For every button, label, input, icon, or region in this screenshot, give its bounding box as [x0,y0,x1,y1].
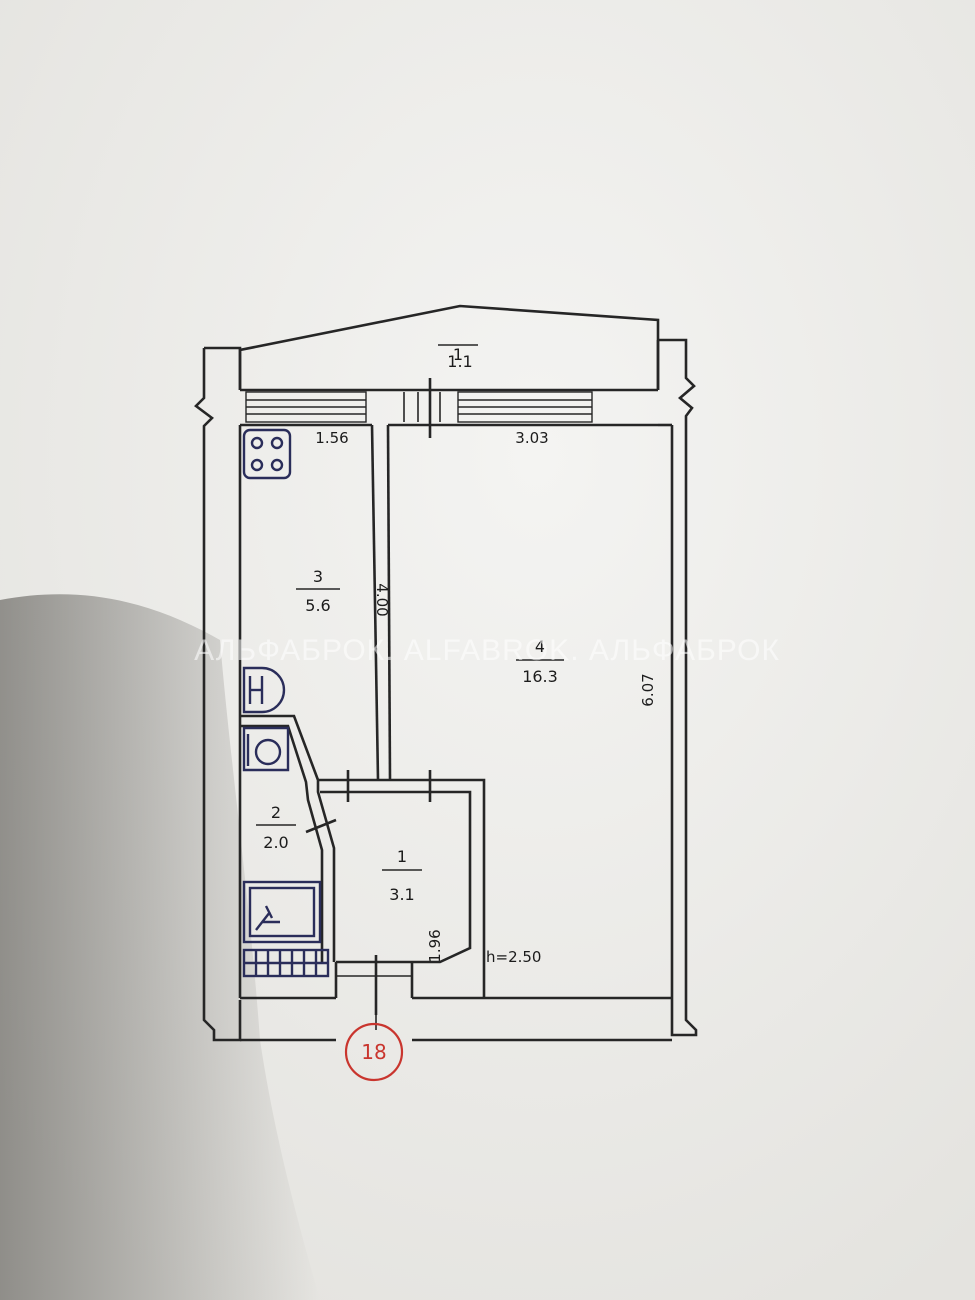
room-label-living-room: 4 16.3 [516,637,564,686]
room-number: 4 [535,637,545,656]
toilet-icon [242,726,290,772]
boiler-icon [242,666,286,714]
room-area: 2.0 [263,833,288,852]
stove-icon [242,428,292,480]
balcony-door [403,378,441,438]
watermark: АЛЬФАБРОК. ALFABROK. АЛЬФАБРОК [194,634,780,667]
shadow-area [0,594,320,1300]
room-label-kitchen: 3 5.6 [296,567,340,615]
exterior-walls [194,338,698,1042]
room-number: 1 [397,847,407,866]
room-number: 2 [271,803,281,822]
dimension-room-length: 6.07 [639,673,657,706]
interior-walls [240,424,486,1030]
dimension-kitchen-length: 4.00 [373,583,391,616]
room-area: 1.1 [447,352,472,371]
room-label-hallway: 1 3.1 [382,847,422,904]
dimension-kitchen-width: 1.56 [315,429,348,447]
apartment-number: 18 [361,1040,386,1064]
shower-icon [242,880,322,944]
window-room [457,391,593,423]
radiator-icon [242,948,330,978]
dimension-hall-length: 1.96 [426,929,444,962]
window-kitchen [245,391,367,423]
room-label-bathroom: 2 2.0 [256,803,296,852]
room-area: 5.6 [305,596,330,615]
room-area: 3.1 [389,885,414,904]
room-number: 3 [313,567,323,586]
room-label-balcony: 1 1.1 [438,344,478,371]
ceiling-height: h=2.50 [486,948,541,966]
room-area: 16.3 [522,667,558,686]
room-number: 1 [453,345,463,364]
dimension-room-width: 3.03 [515,429,548,447]
apartment-number-badge: 18 [344,1022,404,1082]
